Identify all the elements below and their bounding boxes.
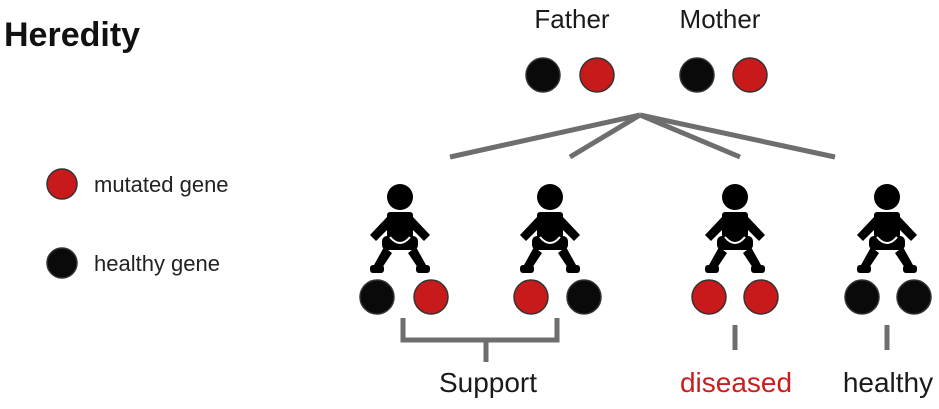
baby-icon	[704, 183, 766, 274]
father-gene-2	[579, 57, 615, 93]
child-4-gene-1	[844, 279, 880, 315]
outcome-diseased-label: diseased	[680, 367, 792, 398]
legend: mutated gene healthy gene	[46, 168, 229, 279]
legend-healthy-swatch	[46, 247, 78, 279]
outcome-support-label: Support	[439, 367, 537, 398]
child-4-genes	[844, 279, 932, 315]
legend-healthy-label: healthy gene	[94, 251, 220, 276]
legend-mutated-swatch	[46, 168, 78, 200]
baby-icon	[519, 183, 581, 274]
support-bracket	[400, 318, 560, 343]
page-title: Heredity	[4, 16, 140, 54]
mother-genes	[679, 57, 768, 93]
child-2-gene-2	[566, 279, 602, 315]
inheritance-line-3	[639, 112, 741, 160]
child-3-gene-2	[743, 279, 779, 315]
outcome-healthy-label: healthy	[843, 367, 933, 398]
child-1-gene-1	[359, 279, 395, 315]
child-4-gene-2	[896, 279, 932, 315]
child-2-genes	[513, 279, 602, 315]
inheritance-line-4	[639, 112, 836, 160]
inheritance-lines	[449, 112, 836, 160]
baby-icon	[369, 183, 431, 274]
mother-gene-2	[732, 57, 768, 93]
baby-icon	[856, 183, 918, 274]
legend-mutated-label: mutated gene	[94, 172, 229, 197]
child-3-gene-1	[691, 279, 727, 315]
outcome-connectors	[400, 318, 890, 362]
child-1-gene-2	[413, 279, 449, 315]
inheritance-line-1	[449, 112, 641, 160]
child-1-genes	[359, 279, 449, 315]
inheritance-line-2	[568, 112, 642, 160]
father-genes	[525, 57, 615, 93]
father-label: Father	[534, 4, 609, 34]
mother-label: Mother	[680, 4, 761, 34]
child-3-genes	[691, 279, 779, 315]
child-2-gene-1	[513, 279, 549, 315]
father-gene-1	[525, 57, 561, 93]
mother-gene-1	[679, 57, 715, 93]
